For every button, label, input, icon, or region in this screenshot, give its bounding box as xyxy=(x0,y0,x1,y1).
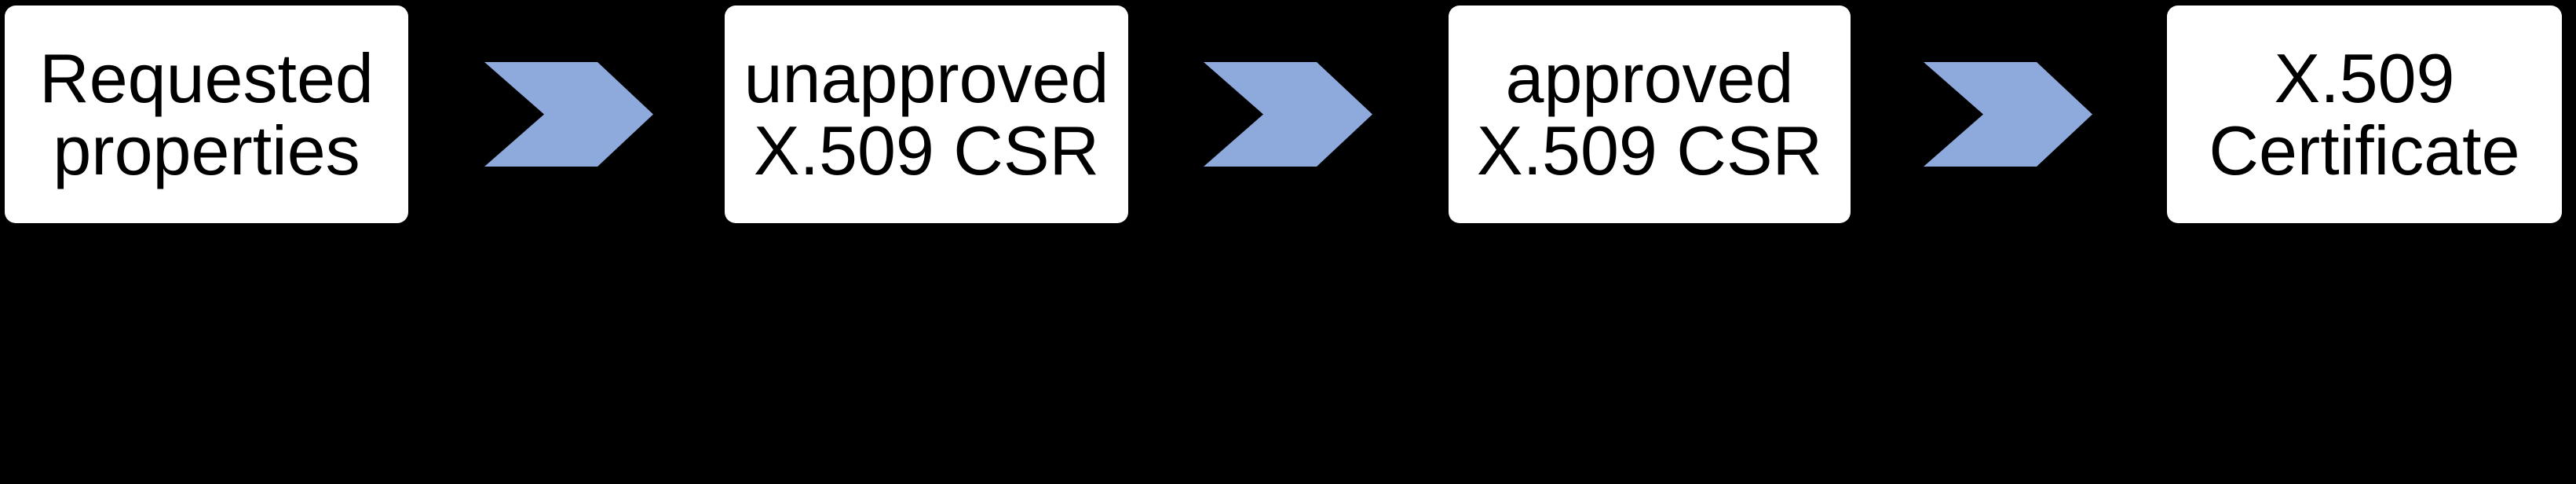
chevron-arrow-icon xyxy=(1204,62,1372,167)
node-label-line: X.509 CSR xyxy=(753,111,1100,189)
node-label-line: Requested xyxy=(39,38,374,117)
node-label-line: approved xyxy=(1505,38,1794,117)
chevron-arrow-shape xyxy=(1924,62,2092,167)
chevron-arrow-shape xyxy=(1204,62,1372,167)
node-label-line: unapproved xyxy=(744,38,1109,117)
chevron-arrow-icon xyxy=(1924,62,2092,167)
node-unapproved-x509-csr: unapproved X.509 CSR xyxy=(725,6,1128,223)
node-label-line: Certificate xyxy=(2209,111,2520,189)
chevron-arrow-icon xyxy=(484,62,653,167)
node-label-line: X.509 CSR xyxy=(1476,111,1823,189)
chevron-arrow-shape xyxy=(484,62,653,167)
node-label-line: X.509 xyxy=(2274,38,2455,117)
node-label-line: properties xyxy=(53,111,360,189)
node-approved-x509-csr: approved X.509 CSR xyxy=(1449,6,1851,223)
node-requested-properties: Requested properties xyxy=(5,6,408,223)
node-x509-certificate: X.509 Certificate xyxy=(2167,6,2562,223)
